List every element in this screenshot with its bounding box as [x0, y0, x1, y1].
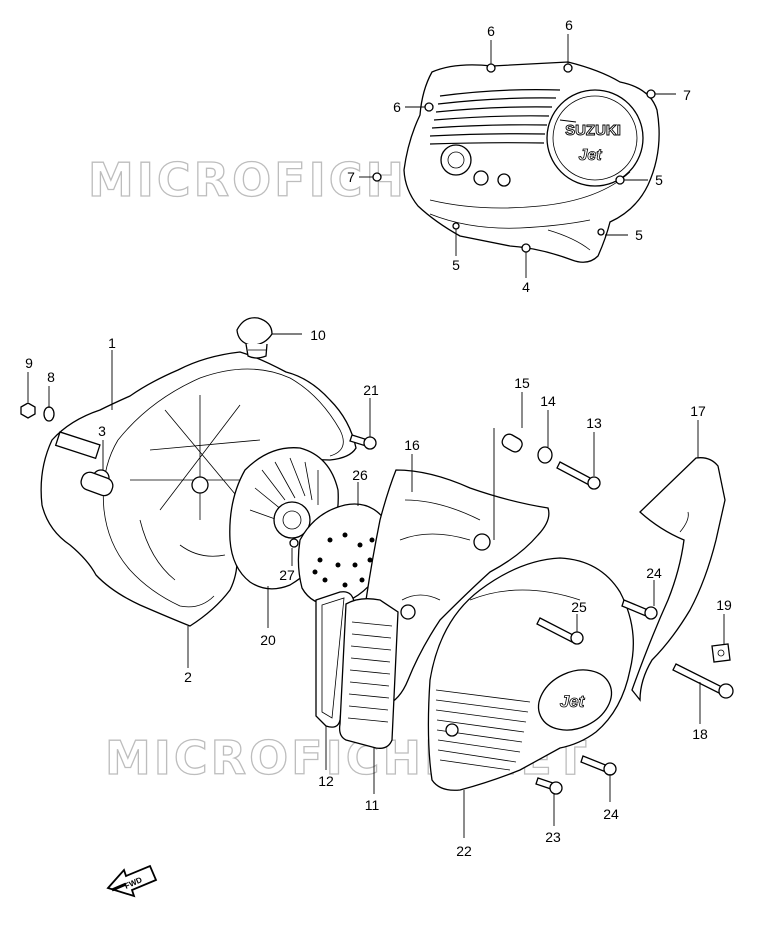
- callout-1: 1: [108, 335, 116, 351]
- callout-24: 24: [646, 565, 662, 581]
- callout-19: 19: [716, 597, 732, 613]
- callout-6: 6: [487, 23, 495, 39]
- callout-12: 12: [318, 773, 334, 789]
- callout-20: 20: [260, 632, 276, 648]
- callout-21: 21: [363, 382, 379, 398]
- callout-18: 18: [692, 726, 708, 742]
- callout-5: 5: [635, 227, 643, 243]
- callout-10: 10: [310, 327, 326, 343]
- callout-5: 5: [655, 172, 663, 188]
- fwd-arrow-icon: FWD: [106, 864, 158, 898]
- collar-washer: [537, 446, 553, 464]
- screw-24-upper: [621, 599, 658, 620]
- callout-7: 7: [347, 169, 355, 185]
- callout-24: 24: [603, 806, 619, 822]
- screen-filter: [297, 503, 388, 606]
- callout-6: 6: [565, 17, 573, 33]
- callout-7: 7: [683, 87, 691, 103]
- leader-lines: [27, 34, 725, 838]
- drain-washer: [43, 406, 55, 422]
- callouts: 6 6 6 7 7 5 5 5 4 1 10 9 8 3 21 16 15 14…: [25, 17, 732, 859]
- callout-27: 27: [279, 567, 295, 583]
- jet-emblem-text-upper: Jet: [578, 147, 602, 164]
- washer-19: [711, 643, 731, 663]
- callout-15: 15: [514, 375, 530, 391]
- callout-17: 17: [690, 403, 706, 419]
- callout-5: 5: [452, 257, 460, 273]
- dowel-pin: [501, 433, 523, 453]
- jet-emblem-text-lower: Jet: [560, 692, 586, 711]
- callout-3: 3: [98, 423, 106, 439]
- callout-9: 9: [25, 355, 33, 371]
- callout-2: 2: [184, 669, 192, 685]
- callout-16: 16: [404, 437, 420, 453]
- callout-26: 26: [352, 467, 368, 483]
- screw-25: [536, 617, 584, 645]
- drain-bolt: [20, 402, 36, 419]
- callout-25: 25: [571, 599, 587, 615]
- callout-13: 13: [586, 415, 602, 431]
- callout-14: 14: [540, 393, 556, 409]
- callout-6: 6: [393, 99, 401, 115]
- vent-grille: [338, 598, 399, 749]
- screw-21: [349, 434, 377, 450]
- mount-bracket: [631, 457, 726, 702]
- outer-cover: Jet: [427, 557, 634, 791]
- callout-22: 22: [456, 843, 472, 859]
- bolt-18: [672, 663, 734, 699]
- callout-11: 11: [365, 797, 380, 813]
- callout-23: 23: [545, 829, 561, 845]
- outer-clutch-cover: SUZUKI Jet: [372, 61, 660, 263]
- bolt-13: [556, 461, 601, 490]
- filler-cap: [236, 317, 273, 359]
- callout-4: 4: [522, 279, 530, 295]
- middle-cover-plate: [362, 469, 550, 708]
- callout-8: 8: [47, 369, 55, 385]
- suzuki-emblem-text: SUZUKI: [565, 122, 621, 139]
- screw-23: [535, 777, 563, 795]
- screw-24-lower: [580, 755, 617, 776]
